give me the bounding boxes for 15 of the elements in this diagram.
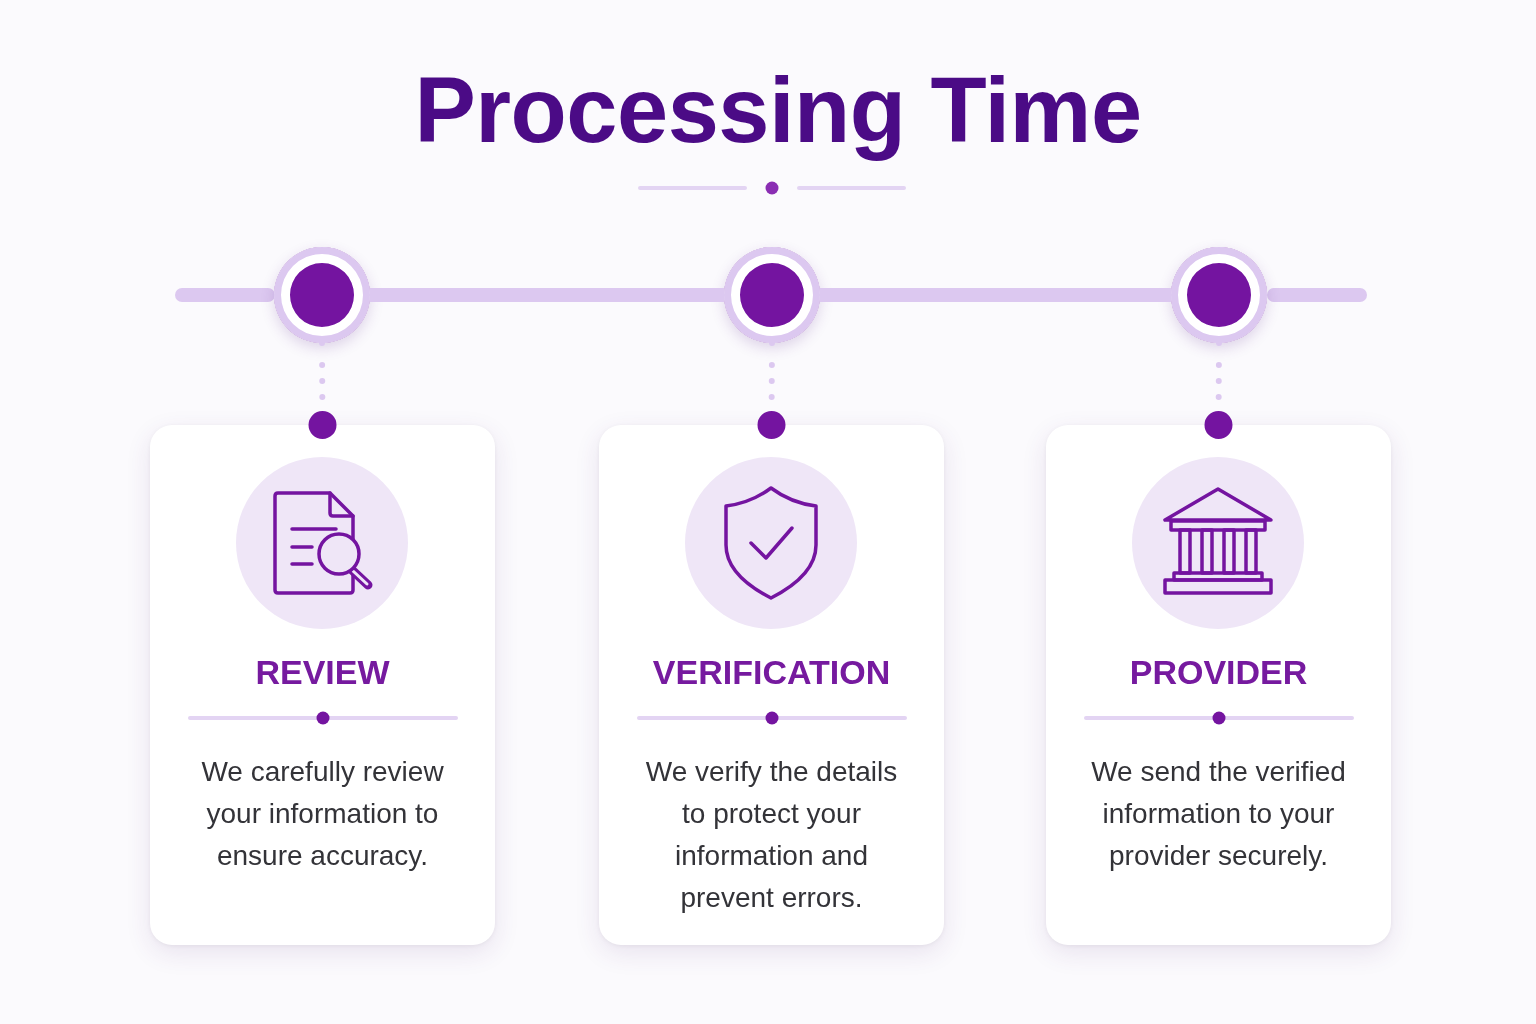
step-heading: PROVIDER [1129, 652, 1308, 692]
title: Processing Time [414, 60, 1142, 160]
step-card [1046, 425, 1391, 945]
step-description: We verify the details to protect your information and prevent errors. [644, 755, 899, 915]
step-description: We carefully review your information to ensure accuracy. [200, 755, 445, 873]
dotted-connector [1204, 340, 1233, 439]
step-card [150, 425, 495, 945]
step-card [599, 425, 944, 945]
step-heading: REVIEW [255, 652, 390, 692]
step-description: We send the verified information to your provider securely. [1090, 755, 1347, 873]
step-heading: VERIFICATION [652, 652, 891, 692]
timeline-track [370, 288, 724, 302]
dotted-connector [757, 340, 786, 439]
dotted-connector [308, 340, 337, 439]
timeline-track [820, 288, 1171, 302]
